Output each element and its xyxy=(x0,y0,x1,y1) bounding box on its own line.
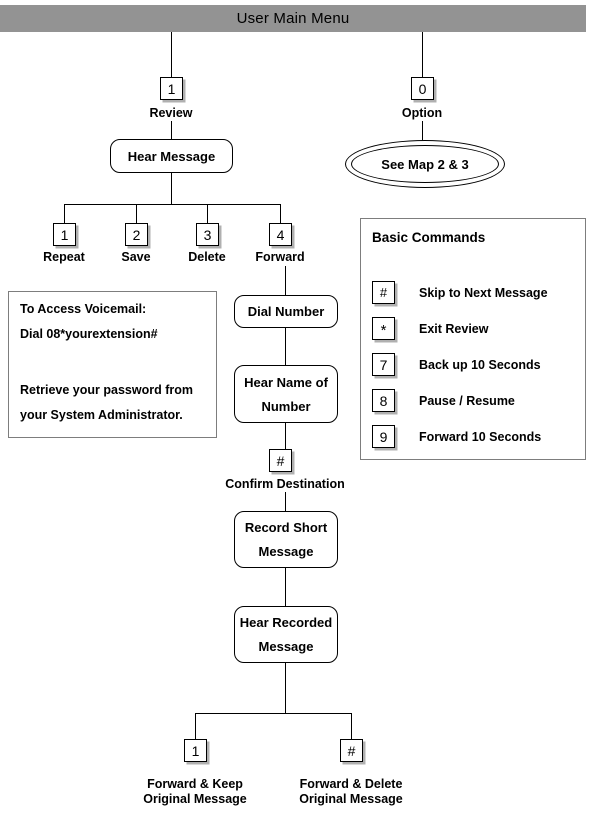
basic-command-row-backup[interactable]: 7 Back up 10 Seconds xyxy=(372,353,541,376)
voicemail-info-panel xyxy=(8,291,217,438)
key-label: # xyxy=(347,742,356,759)
connector-confirm-to-record xyxy=(285,492,286,511)
key-label: 4 xyxy=(276,226,285,243)
node-label-line1: Record Short xyxy=(244,520,328,535)
node-label: See Map 2 & 3 xyxy=(381,156,469,172)
key-label: # xyxy=(276,452,285,469)
connector-hear-recorded-down xyxy=(285,663,286,713)
label-forward: Forward xyxy=(255,250,305,264)
connector-to-save xyxy=(136,204,137,223)
page-title: User Main Menu xyxy=(236,10,350,27)
label-forward-delete: Forward & Delete Original Message xyxy=(276,777,426,807)
label-save: Save xyxy=(121,250,151,264)
connector-to-delete xyxy=(207,204,208,223)
label-delete: Delete xyxy=(188,250,226,264)
key-label: 1 xyxy=(60,226,69,243)
voicemail-info-line-1: To Access Voicemail: xyxy=(20,302,147,316)
connector-to-forward-keep xyxy=(195,713,196,739)
key-repeat-1[interactable]: 1 xyxy=(53,223,76,246)
basic-command-row-exit[interactable]: * Exit Review xyxy=(372,317,488,340)
node-hear-name-of-number[interactable]: Hear Name of Number xyxy=(234,365,338,423)
connector-forward-to-dial-number xyxy=(285,266,286,295)
basic-command-text: Forward 10 Seconds xyxy=(419,429,542,444)
basic-command-row-pause[interactable]: 8 Pause / Resume xyxy=(372,389,515,412)
node-label-line2: Number xyxy=(261,398,311,414)
key-8[interactable]: 8 xyxy=(372,389,395,412)
key-confirm-hash[interactable]: # xyxy=(269,449,292,472)
key-label: 0 xyxy=(418,80,427,97)
basic-command-text: Skip to Next Message xyxy=(419,285,548,300)
basic-command-row-skip[interactable]: # Skip to Next Message xyxy=(372,281,548,304)
voicemail-info-line-3: Retrieve your password from xyxy=(20,383,193,397)
key-label: 2 xyxy=(132,226,141,243)
key-forward-4[interactable]: 4 xyxy=(269,223,292,246)
key-9[interactable]: 9 xyxy=(372,425,395,448)
connector-forward-outcomes-bus xyxy=(195,713,351,714)
key-delete-3[interactable]: 3 xyxy=(196,223,219,246)
label-review: Review xyxy=(149,106,193,120)
node-label-line2: Message xyxy=(258,639,314,654)
key-label: # xyxy=(379,285,388,300)
key-label: 1 xyxy=(167,80,176,97)
key-option-0[interactable]: 0 xyxy=(411,77,434,100)
key-star[interactable]: * xyxy=(372,317,395,340)
label-option: Option xyxy=(401,106,443,120)
node-hear-recorded-message[interactable]: Hear Recorded Message xyxy=(234,606,338,663)
label-line1: Forward & Keep xyxy=(147,777,243,791)
key-forward-keep-1[interactable]: 1 xyxy=(184,739,207,762)
node-record-short-message[interactable]: Record Short Message xyxy=(234,511,338,568)
node-label-line1: Hear Recorded xyxy=(239,615,333,630)
basic-command-text: Back up 10 Seconds xyxy=(419,357,541,372)
connector-header-to-review xyxy=(171,32,172,77)
key-forward-delete-hash[interactable]: # xyxy=(340,739,363,762)
label-line1: Forward & Delete xyxy=(299,777,403,791)
key-save-2[interactable]: 2 xyxy=(125,223,148,246)
key-label: 9 xyxy=(379,428,388,445)
label-forward-keep: Forward & Keep Original Message xyxy=(120,777,270,807)
basic-command-text: Exit Review xyxy=(419,321,489,336)
connector-review-to-hear-message xyxy=(171,121,172,139)
connector-to-repeat xyxy=(64,204,65,223)
voicemail-info-line-2: Dial 08*yourextension# xyxy=(20,327,158,341)
key-label: * xyxy=(380,322,387,339)
voicemail-info-line-4: your System Administrator. xyxy=(20,408,183,422)
label-confirm-destination: Confirm Destination xyxy=(225,477,345,491)
connector-hear-message-down xyxy=(171,173,172,204)
node-see-map[interactable]: See Map 2 & 3 xyxy=(351,145,499,183)
connector-to-forward-delete xyxy=(351,713,352,739)
label-line2: Original Message xyxy=(299,792,403,806)
basic-command-row-forward[interactable]: 9 Forward 10 Seconds xyxy=(372,425,541,448)
node-label-line1: Hear Name of xyxy=(244,374,328,390)
key-label: 3 xyxy=(203,226,212,243)
key-label: 1 xyxy=(191,742,200,759)
connector-hear-name-to-confirm xyxy=(285,423,286,449)
connector-option-to-see-map xyxy=(422,121,423,140)
node-label: Hear Message xyxy=(127,148,216,164)
connector-to-forward xyxy=(280,204,281,223)
key-7[interactable]: 7 xyxy=(372,353,395,376)
connector-header-to-option xyxy=(422,32,423,77)
key-label: 8 xyxy=(379,392,388,409)
node-label: Dial Number xyxy=(247,304,325,319)
connector-record-to-hear-recorded xyxy=(285,568,286,606)
node-dial-number[interactable]: Dial Number xyxy=(234,295,338,328)
basic-commands-panel xyxy=(360,218,586,460)
basic-command-text: Pause / Resume xyxy=(419,393,515,408)
connector-dial-number-to-hear-name xyxy=(285,328,286,365)
key-review-1[interactable]: 1 xyxy=(160,77,183,100)
connector-review-options-bus xyxy=(64,204,280,205)
key-label: 7 xyxy=(379,356,388,373)
node-label-line2: Message xyxy=(258,544,314,559)
label-repeat: Repeat xyxy=(43,250,85,264)
basic-commands-title: Basic Commands xyxy=(372,230,486,245)
node-hear-message[interactable]: Hear Message xyxy=(110,139,233,173)
label-line2: Original Message xyxy=(143,792,247,806)
key-hash[interactable]: # xyxy=(372,281,395,304)
page-title-bar: User Main Menu xyxy=(0,5,586,32)
